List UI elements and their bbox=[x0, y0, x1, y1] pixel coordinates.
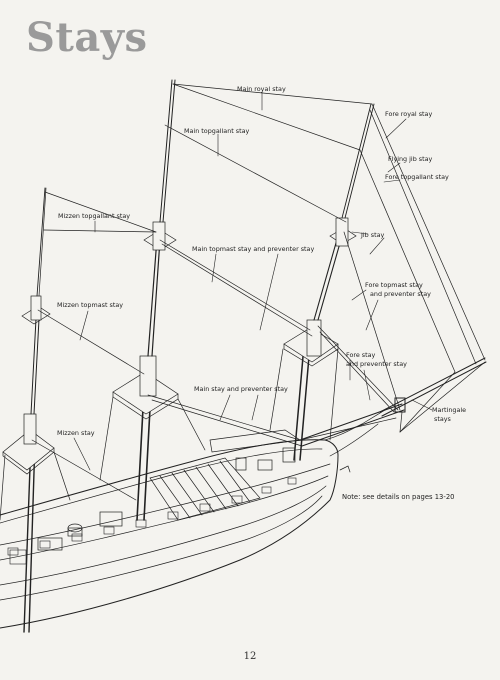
stay-labels: Main royal stay Main topgallant stay For… bbox=[57, 85, 466, 501]
label-fore-stay-2: and preventer stay bbox=[346, 360, 407, 368]
label-jib-stay: Jib stay bbox=[360, 231, 384, 239]
label-fore-stay-1: Fore stay bbox=[346, 351, 376, 359]
stays bbox=[0, 83, 486, 521]
label-mizzen-stay: Mizzen stay bbox=[57, 429, 95, 437]
label-fore-topmast-stay-1: Fore topmast stay bbox=[365, 281, 423, 289]
label-main-stay: Main stay and preventer stay bbox=[194, 385, 288, 393]
leader-lines bbox=[73, 91, 433, 471]
bowsprit bbox=[299, 357, 487, 447]
label-fore-topgallant-stay: Fore topgallant stay bbox=[385, 173, 449, 181]
fore-mast bbox=[283, 103, 375, 461]
label-main-topgallant-stay: Main topgallant stay bbox=[184, 127, 250, 135]
hull bbox=[0, 409, 386, 629]
label-martingale-2: stays bbox=[434, 415, 452, 423]
label-martingale-1: Martingale bbox=[432, 406, 466, 414]
label-mizzen-topgallant-stay: Mizzen topgallant stay bbox=[58, 212, 130, 220]
label-fore-topmast-stay-2: and preventer stay bbox=[370, 290, 431, 298]
note-text: Note: see details on pages 13-20 bbox=[342, 493, 454, 501]
label-fore-royal-stay: Fore royal stay bbox=[385, 110, 432, 118]
main-mast bbox=[112, 79, 179, 521]
mizzen-mast bbox=[2, 187, 55, 633]
page-number: 12 bbox=[243, 651, 257, 662]
label-mizzen-topmast-stay: Mizzen topmast stay bbox=[57, 301, 123, 309]
label-flying-jib-stay: Flying jib stay bbox=[388, 155, 433, 163]
label-main-royal-stay: Main royal stay bbox=[237, 85, 286, 93]
label-main-topmast-stay: Main topmast stay and preventer stay bbox=[192, 245, 314, 253]
page-title: Stays bbox=[26, 14, 148, 61]
